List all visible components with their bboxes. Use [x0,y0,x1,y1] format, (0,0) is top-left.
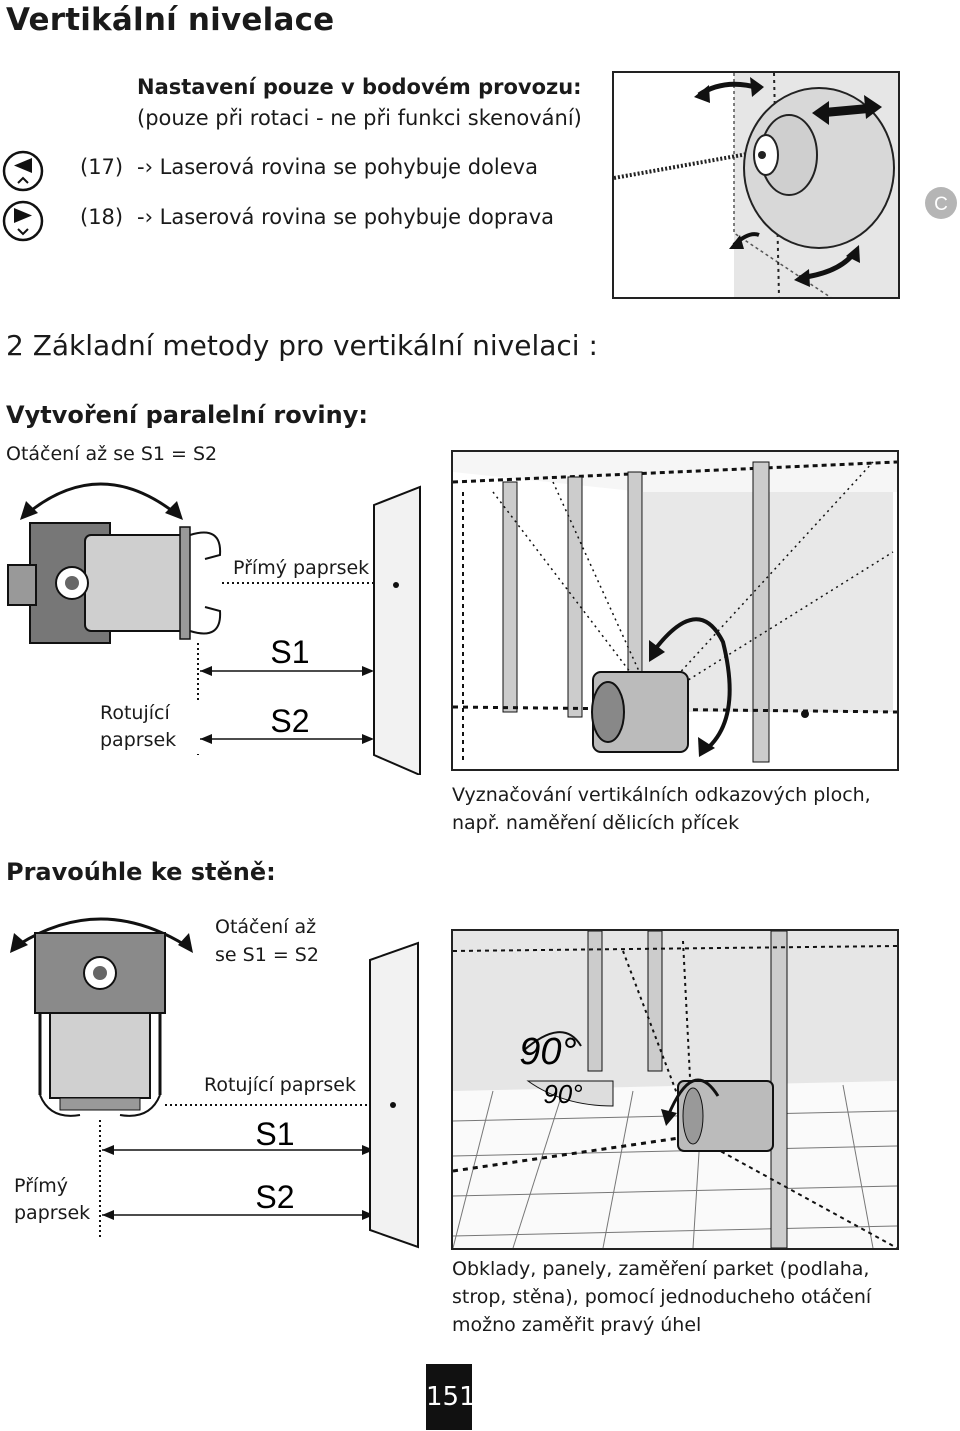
row-18-text: -› Laserová rovina se pohybuje doprava [137,205,555,229]
floor-tiles-figure: 90° 90° [451,929,899,1250]
figure-badge-letter: C [934,194,948,215]
parallel-s2: S2 [270,703,309,739]
parallel-caption: Vyznačování vertikálních odkazových ploc… [452,784,871,834]
parallel-direct-beam-label: Přímý paprsek [233,555,370,582]
laser-head-figure [612,71,900,299]
partition-wall-figure [451,450,899,771]
right-angle-s1: S1 [255,1116,294,1152]
row-18-number: (18) [80,205,124,229]
page-number: 151 [426,1364,476,1430]
angle-90-b: 90° [543,1079,582,1109]
right-angle-rotating-beam-label: Rotující paprsek [204,1072,356,1099]
right-angle-s2: S2 [255,1179,294,1215]
parallel-rotating-beam-label: Rotující paprsek [100,700,200,754]
right-angle-instruction: Otáčení až se S1 = S2 [215,916,319,966]
point-mode-subtitle: (pouze při rotaci - ne při funkci skenov… [137,106,582,130]
row-17-number: (17) [80,155,124,179]
right-angle-direct-beam-label: Přímý paprsek [14,1173,94,1227]
right-angle-diagram: S1 S2 [0,905,445,1250]
point-mode-title: Nastavení pouze v bodovém provozu: [137,75,582,99]
page-title: Vertikální nivelace [6,2,335,38]
parallel-s1: S1 [270,634,309,670]
methods-heading: 2 Základní metody pro vertikální nivelac… [6,329,598,362]
right-angle-caption: Obklady, panely, zaměření parket (podlah… [452,1258,872,1336]
arrow-right-key-icon [2,200,44,242]
angle-90-a: 90° [519,1031,576,1073]
right-angle-heading: Pravoúhle ke stěně: [6,858,276,886]
parallel-instruction: Otáčení až se S1 = S2 [6,443,218,465]
parallel-heading: Vytvoření paralelní roviny: [6,401,368,429]
figure-badge: C [924,186,958,220]
arrow-left-key-icon [2,150,44,192]
row-17-text: -› Laserová rovina se pohybuje doleva [137,155,538,179]
parallel-diagram: S1 S2 [0,465,445,775]
